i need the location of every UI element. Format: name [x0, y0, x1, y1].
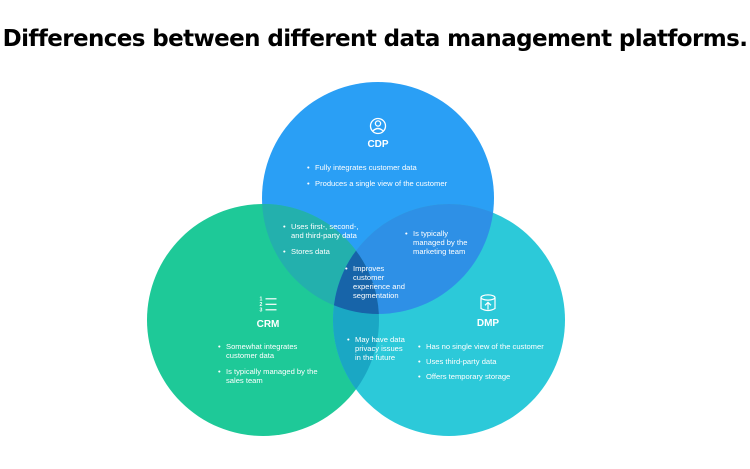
center-item-line-1: Improves: [353, 264, 384, 273]
cdp-item-1: Fully integrates customer data: [315, 163, 417, 172]
center-item-line-2: customer: [353, 273, 385, 282]
crm-dmp-item-line-1: May have data: [355, 335, 406, 344]
dmp-item-3: Offers temporary storage: [426, 372, 510, 381]
center-items: • Improves customer experience and segme…: [345, 264, 405, 300]
list-item: • Is typically managed by the sales team: [218, 367, 318, 385]
crm-item-1-line-2: customer data: [226, 351, 275, 360]
list-item: • Has no single view of the customer: [418, 342, 544, 351]
dmp-items: • Has no single view of the customer • U…: [418, 342, 544, 381]
cdp-dmp-item-line-3: marketing team: [413, 247, 465, 256]
cdp-crm-overlap: [262, 204, 379, 314]
svg-text:•: •: [405, 229, 408, 238]
numbered-list-icon: 1 2 3: [260, 297, 277, 314]
crm-dmp-item-line-3: in the future: [355, 353, 395, 362]
svg-text:•: •: [345, 264, 348, 273]
cdp-label: CDP: [367, 139, 388, 150]
center-item-line-4: segmentation: [353, 291, 399, 300]
center-item-line-3: experience and: [353, 282, 405, 291]
dmp-item-2: Uses third-party data: [426, 357, 497, 366]
cdp-dmp-items: • Is typically managed by the marketing …: [405, 229, 467, 256]
svg-text:•: •: [418, 342, 421, 351]
svg-text:2: 2: [260, 302, 263, 308]
cdp-crm-items: • Uses first-, second-, and third-party …: [283, 222, 359, 256]
page-title: Differences between different data manag…: [2, 26, 748, 52]
crm-items: • Somewhat integrates customer data • Is…: [218, 342, 318, 385]
svg-text:•: •: [307, 163, 310, 172]
crm-dmp-items: • May have data privacy issues in the fu…: [347, 335, 406, 362]
svg-text:•: •: [283, 222, 286, 231]
svg-text:•: •: [418, 372, 421, 381]
crm-item-1-line-1: Somewhat integrates: [226, 342, 298, 351]
list-item: • Produces a single view of the customer: [307, 179, 448, 188]
cdp-item-2: Produces a single view of the customer: [315, 179, 448, 188]
list-item: • May have data privacy issues in the fu…: [347, 335, 406, 362]
cdp-items: • Fully integrates customer data • Produ…: [307, 163, 448, 188]
list-item: • Fully integrates customer data: [307, 163, 417, 172]
svg-text:•: •: [218, 367, 221, 376]
svg-text:•: •: [347, 335, 350, 344]
list-item: • Improves customer experience and segme…: [345, 264, 405, 300]
cdp-dmp-item-line-2: managed by the: [413, 238, 467, 247]
list-item: • Offers temporary storage: [418, 372, 510, 381]
dmp-item-1: Has no single view of the customer: [426, 342, 544, 351]
list-item: • Somewhat integrates customer data: [218, 342, 298, 360]
list-item: • Uses third-party data: [418, 357, 497, 366]
list-item: • Uses first-, second-, and third-party …: [283, 222, 359, 240]
cdp-dmp-item-line-1: Is typically: [413, 229, 448, 238]
cdp-dmp-overlap: [333, 204, 494, 314]
svg-text:•: •: [307, 179, 310, 188]
cdp-crm-item-1-line-1: Uses first-, second-,: [291, 222, 359, 231]
crm-item-2-line-1: Is typically managed by the: [226, 367, 318, 376]
svg-text:•: •: [218, 342, 221, 351]
dmp-label: DMP: [477, 318, 500, 329]
user-circle-icon: [369, 117, 387, 135]
cdp-crm-item-2: Stores data: [291, 247, 331, 256]
crm-item-2-line-2: sales team: [226, 376, 263, 385]
svg-text:•: •: [418, 357, 421, 366]
list-item: • Stores data: [283, 247, 331, 256]
cdp-crm-item-1-line-2: and third-party data: [291, 231, 358, 240]
svg-text:3: 3: [260, 308, 263, 314]
svg-text:1: 1: [260, 297, 263, 303]
crm-dmp-item-line-2: privacy issues: [355, 344, 403, 353]
list-item: • Is typically managed by the marketing …: [405, 229, 467, 256]
svg-text:•: •: [283, 247, 286, 256]
database-upload-icon: [480, 294, 496, 312]
crm-label: CRM: [257, 319, 280, 330]
